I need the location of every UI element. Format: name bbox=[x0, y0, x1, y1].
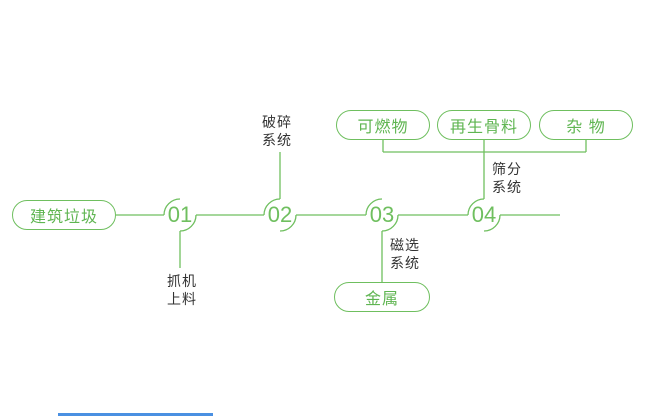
bottom-blue-bar bbox=[58, 413, 213, 416]
step-number-02: 02 bbox=[267, 202, 293, 227]
label-magnetic-separation-system: 磁选 系统 bbox=[390, 237, 420, 271]
label-grab-feeding: 抓机 上料 bbox=[167, 273, 197, 307]
node-start: 建筑垃圾 bbox=[12, 200, 116, 230]
label-crushing-system: 破碎 系统 bbox=[262, 114, 292, 148]
node-miscellaneous-output: 杂 物 bbox=[539, 110, 633, 140]
node-metal-output: 金属 bbox=[334, 282, 430, 312]
step-number-03: 03 bbox=[369, 202, 395, 227]
step-number-01: 01 bbox=[167, 202, 193, 227]
label-screening-system: 筛分 系统 bbox=[492, 161, 522, 195]
node-combustibles-output: 可燃物 bbox=[336, 110, 430, 140]
node-recycled-aggregate-output: 再生骨料 bbox=[437, 110, 531, 140]
step-number-04: 04 bbox=[471, 202, 497, 227]
